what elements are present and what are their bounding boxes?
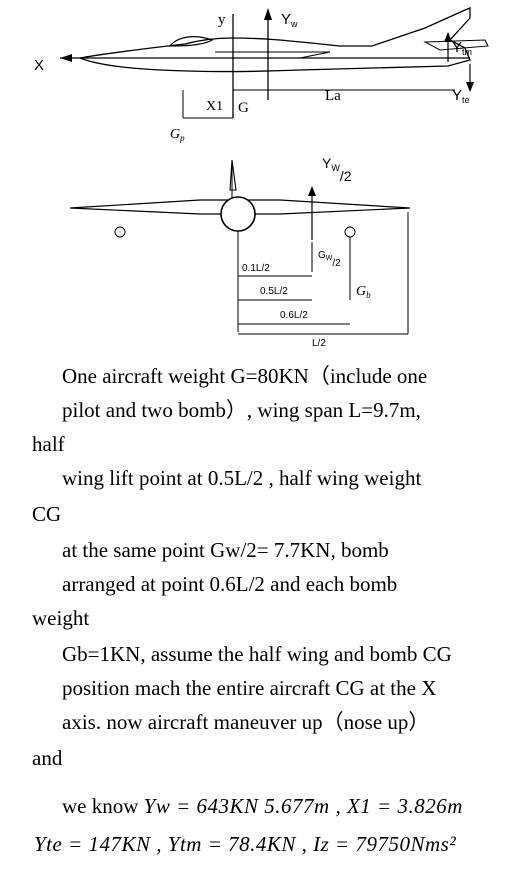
dim-l2-label: L/2: [312, 338, 326, 349]
side-view: X y Yw X1 G La Ytm Yte Gp: [34, 7, 489, 143]
vertical-fin: [229, 159, 237, 191]
tail-force-arrowhead: [466, 82, 474, 92]
tail-force-label: Yte: [452, 87, 470, 105]
problem-line: at the same point Gw/2= 7.7KN, bomb: [62, 538, 389, 562]
problem-line: axis. now aircraft maneuver up（nose up）: [62, 710, 430, 734]
canopy: [168, 36, 214, 47]
half-weight-label: GW/2: [318, 250, 341, 269]
given-line-2: Yte = 147KN , Ytm = 78.4KN , Iz = 79750N…: [34, 832, 457, 856]
tail-lift-label: Ytm: [452, 39, 472, 57]
wing-lift-arrowhead: [264, 8, 272, 20]
tail-lift-arrowhead: [444, 32, 452, 42]
problem-line: half: [32, 432, 65, 456]
problem-line: arranged at point 0.6L/2 and each bomb: [62, 572, 398, 596]
wing-lift-label: Yw: [281, 11, 298, 29]
bomb-weight-label: Gb: [356, 284, 371, 300]
problem-line: pilot and two bomb）, wing span L=9.7m,: [62, 398, 421, 422]
x-axis-label: X: [34, 57, 44, 74]
given-line-1: we know Yw = 643KN 5.677m , X1 = 3.826m: [0, 794, 518, 818]
problem-line: position mach the entire aircraft CG at …: [62, 676, 437, 700]
front-view: YW/2 GW/2 Gb 0.1L/2 0.5L/2 0.6L/2 L/2: [69, 155, 411, 349]
front-wing: [69, 199, 411, 215]
fuselage-circle: [220, 196, 256, 232]
cg-label: G: [238, 100, 249, 116]
fuselage-outline: [77, 7, 471, 73]
half-lift-label: YW/2: [322, 155, 352, 184]
la-label: La: [325, 88, 341, 104]
left-store: [114, 226, 126, 238]
problem-line: weight: [32, 606, 90, 630]
dim-05-label: 0.5L/2: [260, 286, 288, 297]
y-axis-label: y: [218, 12, 226, 28]
problem-line: Gb=1KN, assume the half wing and bomb CG: [62, 642, 452, 666]
given-intro: we know: [62, 794, 139, 818]
horizontal-tail: [423, 39, 489, 51]
given-values-1: Yw = 643KN 5.677m , X1 = 3.826m: [143, 794, 463, 818]
pilot-weight-label: Gp: [170, 127, 185, 143]
x-axis-arrow: [60, 54, 72, 62]
problem-line: One aircraft weight G=80KN（include one: [62, 364, 428, 388]
problem-line: CG: [32, 502, 62, 526]
aircraft-diagram: X y Yw X1 G La Ytm Yte Gp: [34, 7, 489, 349]
x1-label: X1: [206, 99, 223, 114]
dim-06-label: 0.6L/2: [280, 310, 308, 321]
right-store: [344, 226, 356, 238]
problem-line: wing lift point at 0.5L/2 , half wing we…: [62, 466, 422, 490]
problem-line: and: [32, 746, 63, 770]
half-lift-arrowhead: [308, 186, 316, 196]
wing-profile: [215, 51, 331, 59]
dim-01-label: 0.1L/2: [242, 263, 270, 274]
